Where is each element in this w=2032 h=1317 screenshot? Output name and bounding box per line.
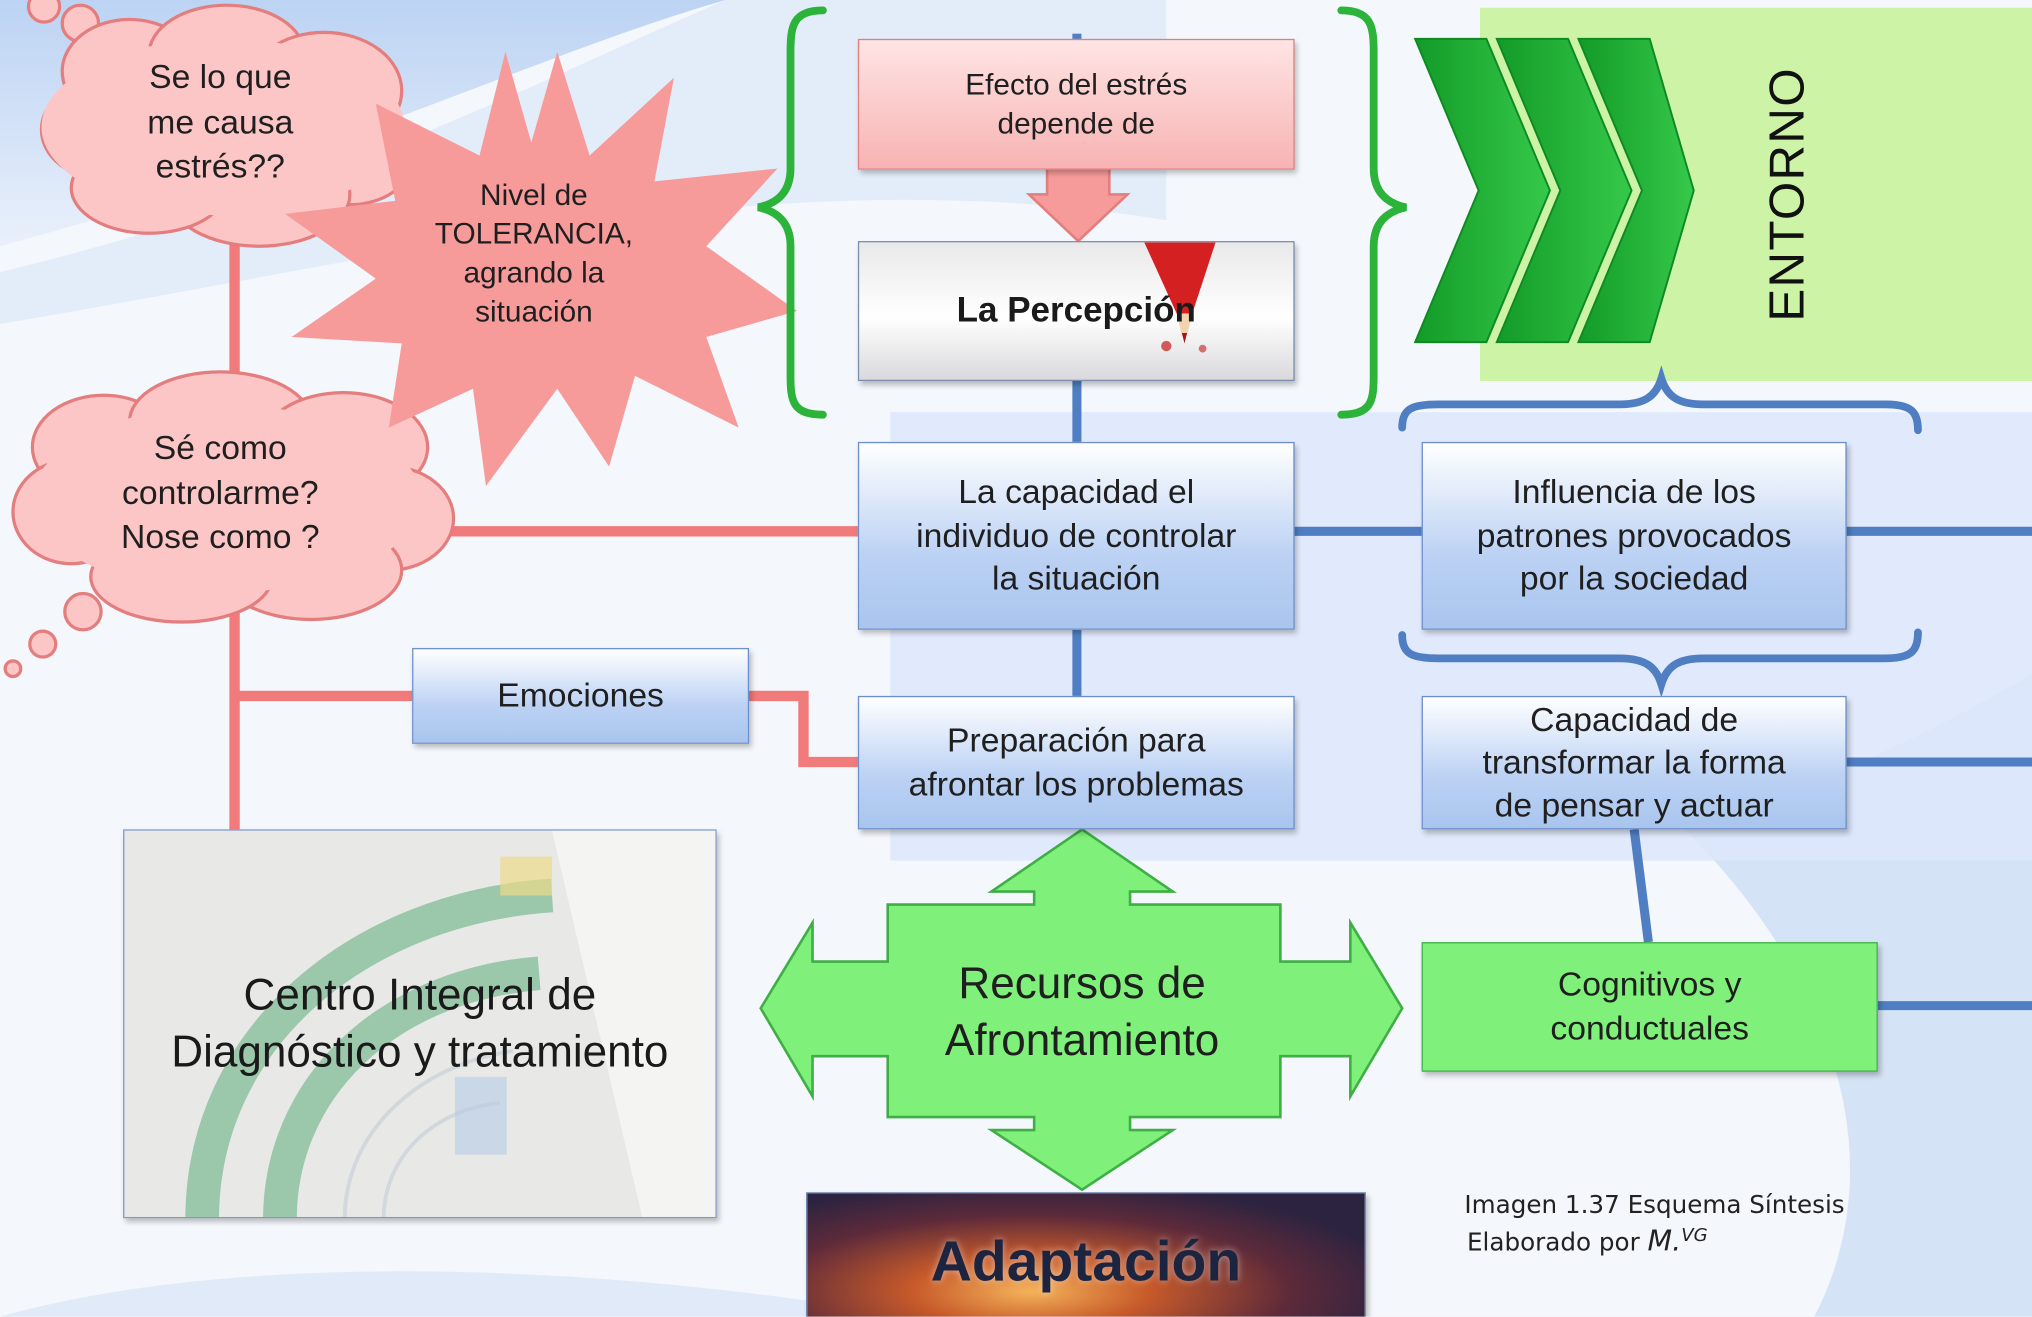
perception-box: La Percepción [857, 241, 1295, 382]
preparation-box: Preparación para afrontar los problemas [857, 695, 1295, 830]
caption-author: M. [1647, 1225, 1682, 1258]
adaptation-box: Adaptación [806, 1192, 1366, 1317]
perception-text: La Percepción [956, 290, 1196, 330]
emotions-box: Emociones [412, 647, 750, 744]
caption-prefix: Elaborado por [1466, 1228, 1648, 1257]
cognitive-behavioral-box: Cognitivos y conductuales [1421, 942, 1878, 1072]
control-capacity-box: La capacidad el individuo de controlar l… [857, 441, 1295, 630]
caption-line-1: Imagen 1.37 Esquema Síntesis [1464, 1190, 1845, 1220]
cloud-question-control: Sé como controlarme? Nose como ? [121, 427, 320, 557]
stress-effect-text: Efecto del estrés depende de [965, 66, 1188, 140]
society-patterns-text: Influencia de los patrones provocados po… [1476, 471, 1792, 598]
transform-capacity-text: Capacidad de transformar la forma de pen… [1482, 699, 1786, 825]
coping-resources-text: Recursos de Afrontamiento [944, 958, 1220, 1065]
control-capacity-text: La capacidad el individuo de controlar l… [916, 471, 1237, 598]
adaptation-text: Adaptación [930, 1229, 1242, 1294]
cloud-question-stress: Se lo que me causa estrés?? [147, 57, 294, 186]
emotions-text: Emociones [497, 675, 664, 715]
transform-capacity-box: Capacidad de transformar la forma de pen… [1421, 695, 1847, 830]
cognitive-behavioral-text: Cognitivos y conductuales [1550, 964, 1749, 1048]
caption-line-2: Elaborado por M.VG [1464, 1223, 1844, 1263]
preparation-text: Preparación para afrontar los problemas [908, 720, 1244, 803]
environment-label: ENTORNO [1760, 67, 1815, 322]
society-patterns-box: Influencia de los patrones provocados po… [1421, 441, 1847, 630]
diagnostic-center-image: Centro Integral de Diagnóstico y tratami… [123, 829, 717, 1219]
tolerance-text: Nivel de TOLERANCIA, agrando la situació… [434, 177, 634, 328]
figure-caption: Imagen 1.37 Esquema Síntesis Elaborado p… [1464, 1188, 1844, 1262]
pencil-icon [1144, 242, 1216, 353]
diagnostic-center-text: Centro Integral de Diagnóstico y tratami… [171, 970, 669, 1077]
stress-effect-box: Efecto del estrés depende de [857, 38, 1295, 170]
building-model-illustration [124, 830, 716, 1217]
caption-author-sup: VG [1681, 1224, 1708, 1246]
